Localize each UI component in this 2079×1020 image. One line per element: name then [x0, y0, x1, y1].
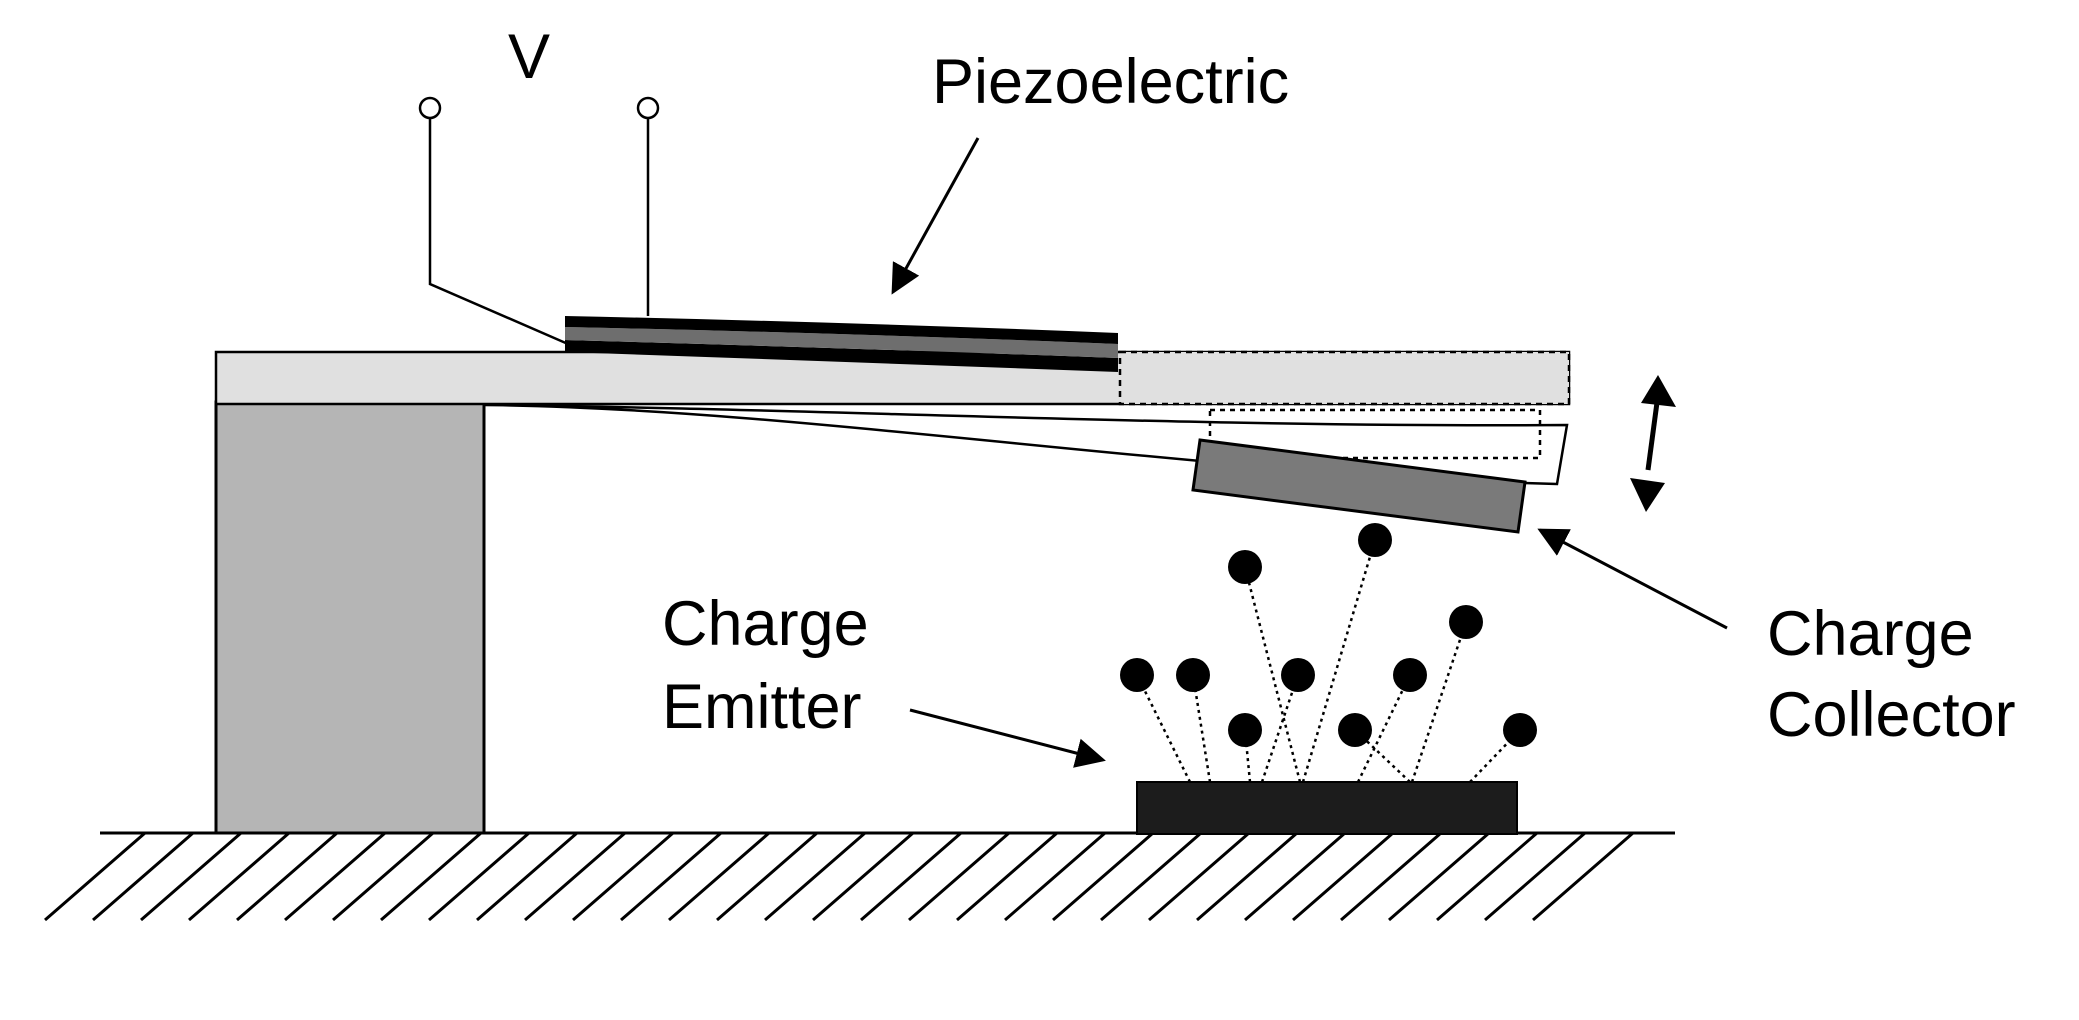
charge-trajectory: [1135, 674, 1192, 783]
charge-trajectory: [1469, 729, 1521, 783]
hatch-line: [188, 831, 290, 922]
hatch-line: [1436, 831, 1538, 922]
emitter-pointer-arrow: [909, 708, 1106, 768]
charge-particle: [1393, 658, 1427, 692]
piezo-top-electrode: [565, 316, 1118, 344]
piezo-material: [565, 327, 1118, 358]
hatch-line: [1340, 831, 1442, 922]
piezo-pointer-arrow: [891, 137, 980, 295]
hatch-line: [1196, 831, 1298, 922]
charge-trajectory: [1260, 674, 1300, 783]
hatch-line: [860, 831, 962, 922]
hatch-line: [908, 831, 1010, 922]
charge-particle: [1449, 605, 1483, 639]
charge-particle: [1281, 658, 1315, 692]
hatch-line: [1100, 831, 1202, 922]
hatch-line: [812, 831, 914, 922]
hatch-line: [332, 831, 434, 922]
terminal-right: [636, 96, 660, 120]
piezoelectric-label: Piezoelectric: [932, 47, 1289, 117]
charge-particle: [1228, 550, 1262, 584]
hatch-line: [1484, 831, 1586, 922]
charge-particle: [1120, 658, 1154, 692]
emitted-charges: [1120, 523, 1537, 783]
charge-collector-label-line1: Charge: [1767, 599, 1974, 669]
hatch-line: [44, 831, 146, 922]
charge-trajectory: [1243, 566, 1302, 783]
hatch-line: [476, 831, 578, 922]
charge-emitter: [1136, 781, 1518, 835]
ground: [44, 831, 1675, 922]
hatch-line: [572, 831, 674, 922]
hatch-line: [140, 831, 242, 922]
hatch-line: [668, 831, 770, 922]
hatch-line: [1532, 831, 1634, 922]
ground-hatching: [44, 831, 1634, 922]
piezoelectric-layer: [565, 316, 1118, 372]
charge-particle: [1358, 523, 1392, 557]
charge-trajectory: [1410, 621, 1468, 783]
hatch-line: [1004, 831, 1106, 922]
hatch-line: [1388, 831, 1490, 922]
collector-pointer-arrow: [1537, 528, 1728, 630]
arrow-up-head: [1641, 375, 1676, 407]
hatch-line: [956, 831, 1058, 922]
charge-emitter-label-line1: Charge: [662, 589, 869, 659]
hatch-line: [92, 831, 194, 922]
hatch-line: [1244, 831, 1346, 922]
hatch-line: [620, 831, 722, 922]
charge-trajectory: [1356, 674, 1412, 783]
arrow-down-head: [1630, 478, 1665, 512]
hatch-line: [1052, 831, 1154, 922]
charge-collector: [1191, 438, 1527, 534]
hatch-line: [1292, 831, 1394, 922]
charge-particle: [1503, 713, 1537, 747]
support-post: [214, 400, 486, 835]
pointer-arrows: [891, 137, 1728, 768]
charge-trajectory: [1301, 539, 1377, 783]
charge-particle: [1176, 658, 1210, 692]
terminal-left: [418, 96, 442, 120]
charge-collector-label-line2: Collector: [1767, 680, 2016, 750]
beam-free-end-dashed: [1118, 350, 1571, 406]
hatch-line: [1148, 831, 1250, 922]
hatch-line: [380, 831, 482, 922]
wire-left: [428, 118, 569, 346]
vibration-arrow: [1630, 375, 1676, 512]
hatch-line: [524, 831, 626, 922]
voltage-label: V: [508, 22, 550, 92]
charge-emitter-label-line2: Emitter: [662, 672, 862, 742]
charge-particle: [1228, 713, 1262, 747]
hatch-line: [428, 831, 530, 922]
deflected-beam-dashed-region: [1208, 408, 1542, 460]
hatch-line: [764, 831, 866, 922]
charge-particle: [1338, 713, 1372, 747]
piezo-bottom-electrode: [565, 340, 1118, 372]
voltage-terminals: [418, 96, 660, 346]
hatch-line: [716, 831, 818, 922]
hatch-line: [284, 831, 386, 922]
hatch-line: [236, 831, 338, 922]
